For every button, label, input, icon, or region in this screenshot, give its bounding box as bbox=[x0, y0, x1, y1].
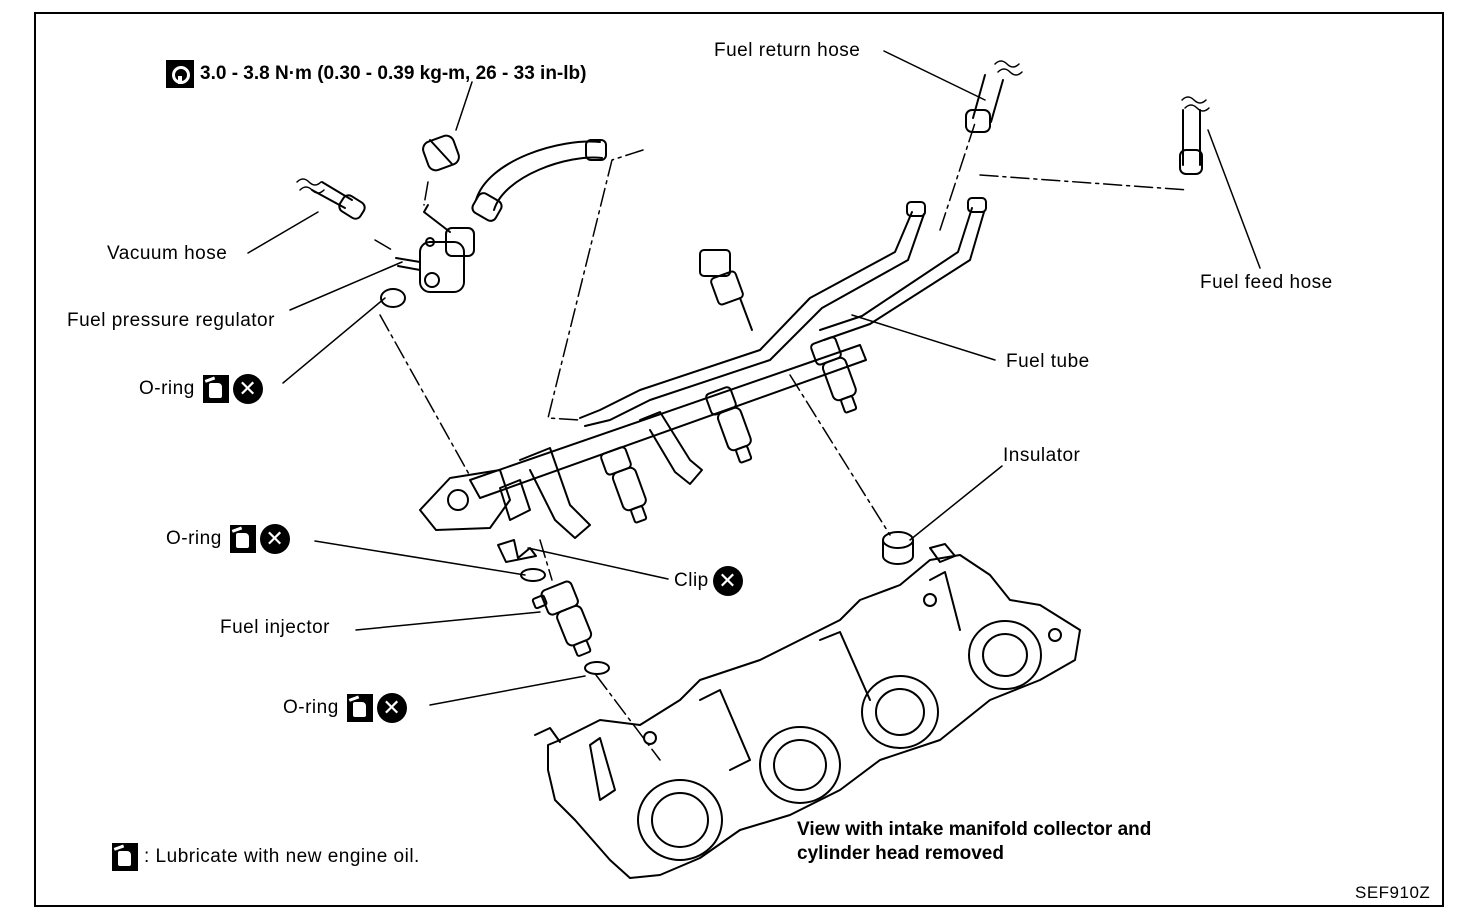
fuel-tube bbox=[579, 197, 987, 427]
clip-text: Clip bbox=[674, 570, 709, 592]
oil-can-icon bbox=[202, 375, 229, 403]
label-o-ring-2: O-ring ✕ bbox=[166, 524, 290, 554]
oil-can-icon bbox=[346, 694, 373, 722]
view-note-line2: cylinder head removed bbox=[797, 843, 1004, 864]
torque-wrench-icon bbox=[166, 60, 194, 88]
regulator-return-hose bbox=[471, 139, 607, 222]
regulator-o-ring bbox=[380, 288, 406, 308]
label-vacuum-hose: Vacuum hose bbox=[107, 243, 228, 264]
fuel-injector bbox=[531, 580, 593, 657]
figure-code: SEF910Z bbox=[1355, 883, 1431, 902]
label-insulator: Insulator bbox=[1003, 445, 1081, 466]
fuel-feed-hose bbox=[1179, 109, 1203, 175]
oil-can-icon bbox=[229, 525, 256, 553]
alignment-lines bbox=[374, 119, 1189, 761]
label-fuel-pressure-regulator: Fuel pressure regulator bbox=[67, 310, 275, 331]
circle-x-icon: ✕ bbox=[232, 374, 263, 404]
rail-injectors bbox=[600, 336, 858, 524]
fuel-pressure-regulator bbox=[395, 134, 475, 293]
oil-can-icon bbox=[112, 843, 138, 871]
torque-spec: 3.0 - 3.8 N·m (0.30 - 0.39 kg-m, 26 - 33… bbox=[166, 60, 586, 88]
view-note-line1: View with intake manifold collector and bbox=[797, 819, 1152, 840]
circle-x-icon: ✕ bbox=[259, 524, 290, 554]
mounting-bolt bbox=[699, 249, 753, 331]
o-ring-text: O-ring bbox=[139, 378, 195, 400]
vacuum-hose bbox=[311, 181, 366, 220]
legend-text: : Lubricate with new engine oil. bbox=[144, 846, 420, 868]
o-ring-text: O-ring bbox=[283, 697, 339, 719]
torque-spec-text: 3.0 - 3.8 N·m (0.30 - 0.39 kg-m, 26 - 33… bbox=[200, 63, 587, 85]
label-fuel-return-hose: Fuel return hose bbox=[714, 40, 861, 61]
legend: : Lubricate with new engine oil. bbox=[112, 843, 420, 871]
label-clip: Clip✕ bbox=[674, 566, 743, 596]
label-fuel-feed-hose: Fuel feed hose bbox=[1200, 272, 1333, 293]
insulator bbox=[882, 531, 914, 565]
label-fuel-tube: Fuel tube bbox=[1006, 351, 1090, 372]
clip bbox=[497, 539, 537, 563]
label-o-ring-1: O-ring ✕ bbox=[139, 374, 263, 404]
o-ring-upper bbox=[520, 568, 546, 582]
label-fuel-injector: Fuel injector bbox=[220, 617, 330, 638]
circle-x-icon: ✕ bbox=[712, 566, 743, 596]
circle-x-icon: ✕ bbox=[376, 693, 407, 723]
o-ring-lower bbox=[584, 661, 610, 675]
o-ring-text: O-ring bbox=[166, 528, 222, 550]
diagram-frame bbox=[34, 12, 1444, 907]
label-o-ring-3: O-ring ✕ bbox=[283, 693, 407, 723]
fuel-return-hose bbox=[965, 74, 1004, 133]
intake-manifold bbox=[534, 543, 1081, 879]
leader-lines bbox=[247, 50, 1261, 706]
